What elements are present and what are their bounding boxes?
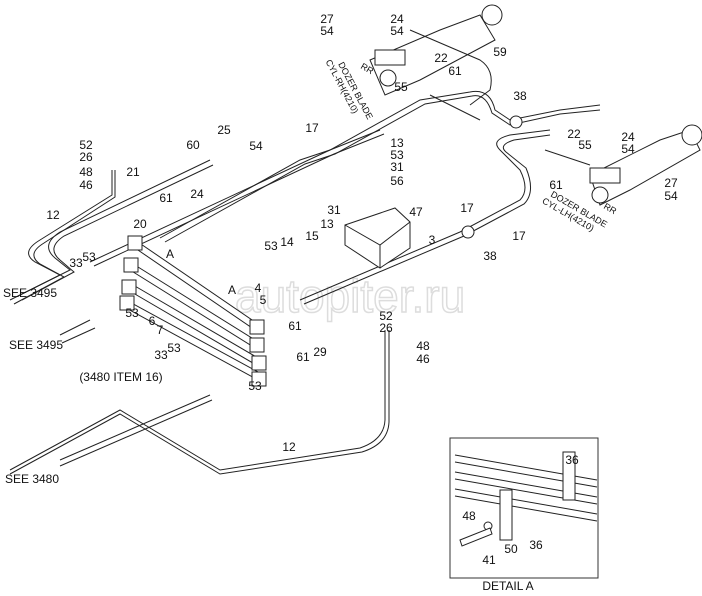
callout-label: (3480 ITEM 16) (79, 370, 162, 384)
callout-label: 48 (416, 339, 430, 353)
svg-text:RR: RR (602, 201, 619, 216)
callout-label: 5 (260, 293, 267, 307)
callout-label: 53 (125, 306, 139, 320)
callout-label: 26 (79, 150, 93, 164)
callout-label: 21 (126, 165, 140, 179)
callout-label: 61 (549, 178, 563, 192)
callout-label: 22 (567, 127, 581, 141)
callout-label: 41 (482, 553, 496, 567)
callout-label: 12 (46, 208, 60, 222)
callout-label: 4 (255, 281, 262, 295)
callout-label: 22 (434, 51, 448, 65)
detail-a-title: DETAIL A (482, 579, 533, 593)
callout-label: 27 (320, 12, 334, 26)
callout-label: 17 (305, 121, 319, 135)
clamp-38 (461, 225, 475, 239)
callout-label: 50 (504, 542, 518, 556)
callout-label: 7 (157, 323, 164, 337)
valve-block (344, 207, 411, 269)
callout-label: 15 (305, 229, 319, 243)
callout-label: 53 (264, 239, 278, 253)
callout-label: 31 (327, 203, 341, 217)
callout-label: 60 (186, 138, 200, 152)
callout-label: 24 (390, 12, 404, 26)
callout-label: 48 (462, 509, 476, 523)
callout-label: 3 (429, 233, 436, 247)
callout-label: 53 (390, 148, 404, 162)
rh-cylinder (369, 4, 503, 96)
callout-label: 25 (217, 123, 231, 137)
callout-label: 13 (390, 136, 404, 150)
manifold-tubes (119, 235, 267, 387)
callout-label: 61 (448, 64, 462, 78)
callout-label: 48 (79, 165, 93, 179)
callout-label: 36 (529, 538, 543, 552)
callout-label: 38 (513, 89, 527, 103)
callout-label: 61 (296, 350, 310, 364)
callout-label: SEE 3495 (9, 338, 63, 352)
callout-label: 61 (288, 319, 302, 333)
callout-label: 54 (664, 189, 678, 203)
callout-label: 55 (578, 138, 592, 152)
callout-label: 54 (249, 139, 263, 153)
callout-label: 31 (390, 160, 404, 174)
callout-label: 20 (133, 217, 147, 231)
callout-label: A (228, 283, 236, 297)
callout-label: 24 (190, 187, 204, 201)
callout-label: 13 (320, 217, 334, 231)
callout-label: 46 (416, 352, 430, 366)
callout-label: 53 (248, 379, 262, 393)
hose-59 (409, 29, 492, 106)
callout-label: 54 (320, 24, 334, 38)
callout-label: 36 (565, 453, 579, 467)
detail-a-box: DETAIL A (449, 437, 599, 593)
callout-label: SEE 3495 (3, 286, 57, 300)
callout-label: 54 (621, 142, 635, 156)
callout-label: 56 (390, 174, 404, 188)
callout-label: 26 (379, 321, 393, 335)
callout-label: 33 (69, 256, 83, 270)
callout-label: A (166, 247, 174, 261)
callout-label: 38 (483, 249, 497, 263)
callout-label: SEE 3480 (5, 472, 59, 486)
callout-label: 54 (390, 24, 404, 38)
hose-12-bottom (9, 319, 390, 475)
callout-label: 17 (512, 229, 526, 243)
callout-label: 46 (79, 178, 93, 192)
watermark: autopiter.ru (235, 270, 465, 322)
callout-label: 33 (154, 348, 168, 362)
hose-pair-rh (429, 94, 481, 121)
callout-label: 29 (313, 345, 327, 359)
callout-label: 52 (379, 309, 393, 323)
callout-label: 53 (167, 341, 181, 355)
callout-label: 6 (149, 314, 156, 328)
callout-label: 59 (493, 45, 507, 59)
callout-label: 27 (664, 176, 678, 190)
callout-label: 47 (409, 205, 423, 219)
callout-label: 52 (79, 138, 93, 152)
callout-label: 14 (280, 235, 294, 249)
callout-label: 55 (394, 80, 408, 94)
callout-label: 53 (82, 250, 96, 264)
callout-label: 24 (621, 130, 635, 144)
callout-label: 17 (460, 201, 474, 215)
clamp-38 (509, 115, 523, 129)
hose-pair-lh (544, 149, 591, 166)
callout-label: 12 (282, 440, 296, 454)
callout-label: 61 (159, 191, 173, 205)
lh-cylinder (589, 124, 702, 206)
